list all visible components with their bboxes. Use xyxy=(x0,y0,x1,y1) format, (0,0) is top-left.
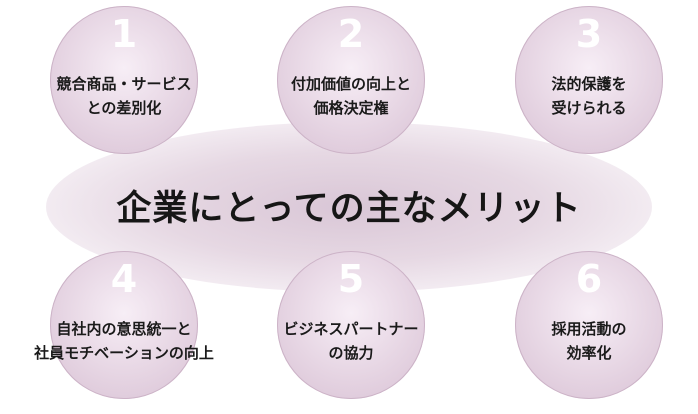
benefit-label: 付加価値の向上と 価格決定権 xyxy=(257,72,445,120)
benefit-label-line: ビジネスパートナー xyxy=(283,320,419,338)
benefit-label: 採用活動の 効率化 xyxy=(495,317,683,365)
benefit-circle-6: 6 採用活動の 効率化 xyxy=(515,251,663,399)
benefit-label-line: 競合商品・サービス xyxy=(56,75,192,93)
benefit-label-line: 社員モチベーションの向上 xyxy=(34,344,214,362)
benefit-label: 法的保護を 受けられる xyxy=(495,72,683,120)
benefit-circle-3: 3 法的保護を 受けられる xyxy=(515,6,663,154)
benefit-label-line: 受けられる xyxy=(551,99,627,117)
benefit-label-line: 付加価値の向上と xyxy=(290,75,411,93)
benefit-label: 競合商品・サービス との差別化 xyxy=(30,72,218,120)
benefit-number: 5 xyxy=(337,257,365,301)
benefit-label: ビジネスパートナー の協力 xyxy=(257,317,445,365)
benefit-label-line: 効率化 xyxy=(566,344,612,362)
benefit-label-line: 採用活動の xyxy=(551,320,627,338)
benefit-label-line: 法的保護を xyxy=(551,75,627,93)
benefit-number: 2 xyxy=(337,12,365,56)
benefit-label: 自社内の意思統一と 社員モチベーションの向上 xyxy=(30,317,218,365)
benefit-label-line: の協力 xyxy=(328,344,374,362)
benefit-number: 1 xyxy=(110,12,138,56)
benefit-circle-2: 2 付加価値の向上と 価格決定権 xyxy=(277,6,425,154)
benefit-circle-4: 4 自社内の意思統一と 社員モチベーションの向上 xyxy=(34,251,214,399)
benefit-number: 6 xyxy=(575,257,603,301)
benefit-number: 4 xyxy=(110,257,138,301)
benefit-label-line: との差別化 xyxy=(86,99,162,117)
benefit-circle-1: 1 競合商品・サービス との差別化 xyxy=(50,6,198,154)
benefit-circle-5: 5 ビジネスパートナー の協力 xyxy=(277,251,425,399)
diagram-title: 企業にとっての主なメリット xyxy=(116,189,582,229)
benefit-number: 3 xyxy=(575,12,603,56)
benefit-label-line: 自社内の意思統一と xyxy=(56,320,192,338)
benefit-label-line: 価格決定権 xyxy=(313,99,389,117)
